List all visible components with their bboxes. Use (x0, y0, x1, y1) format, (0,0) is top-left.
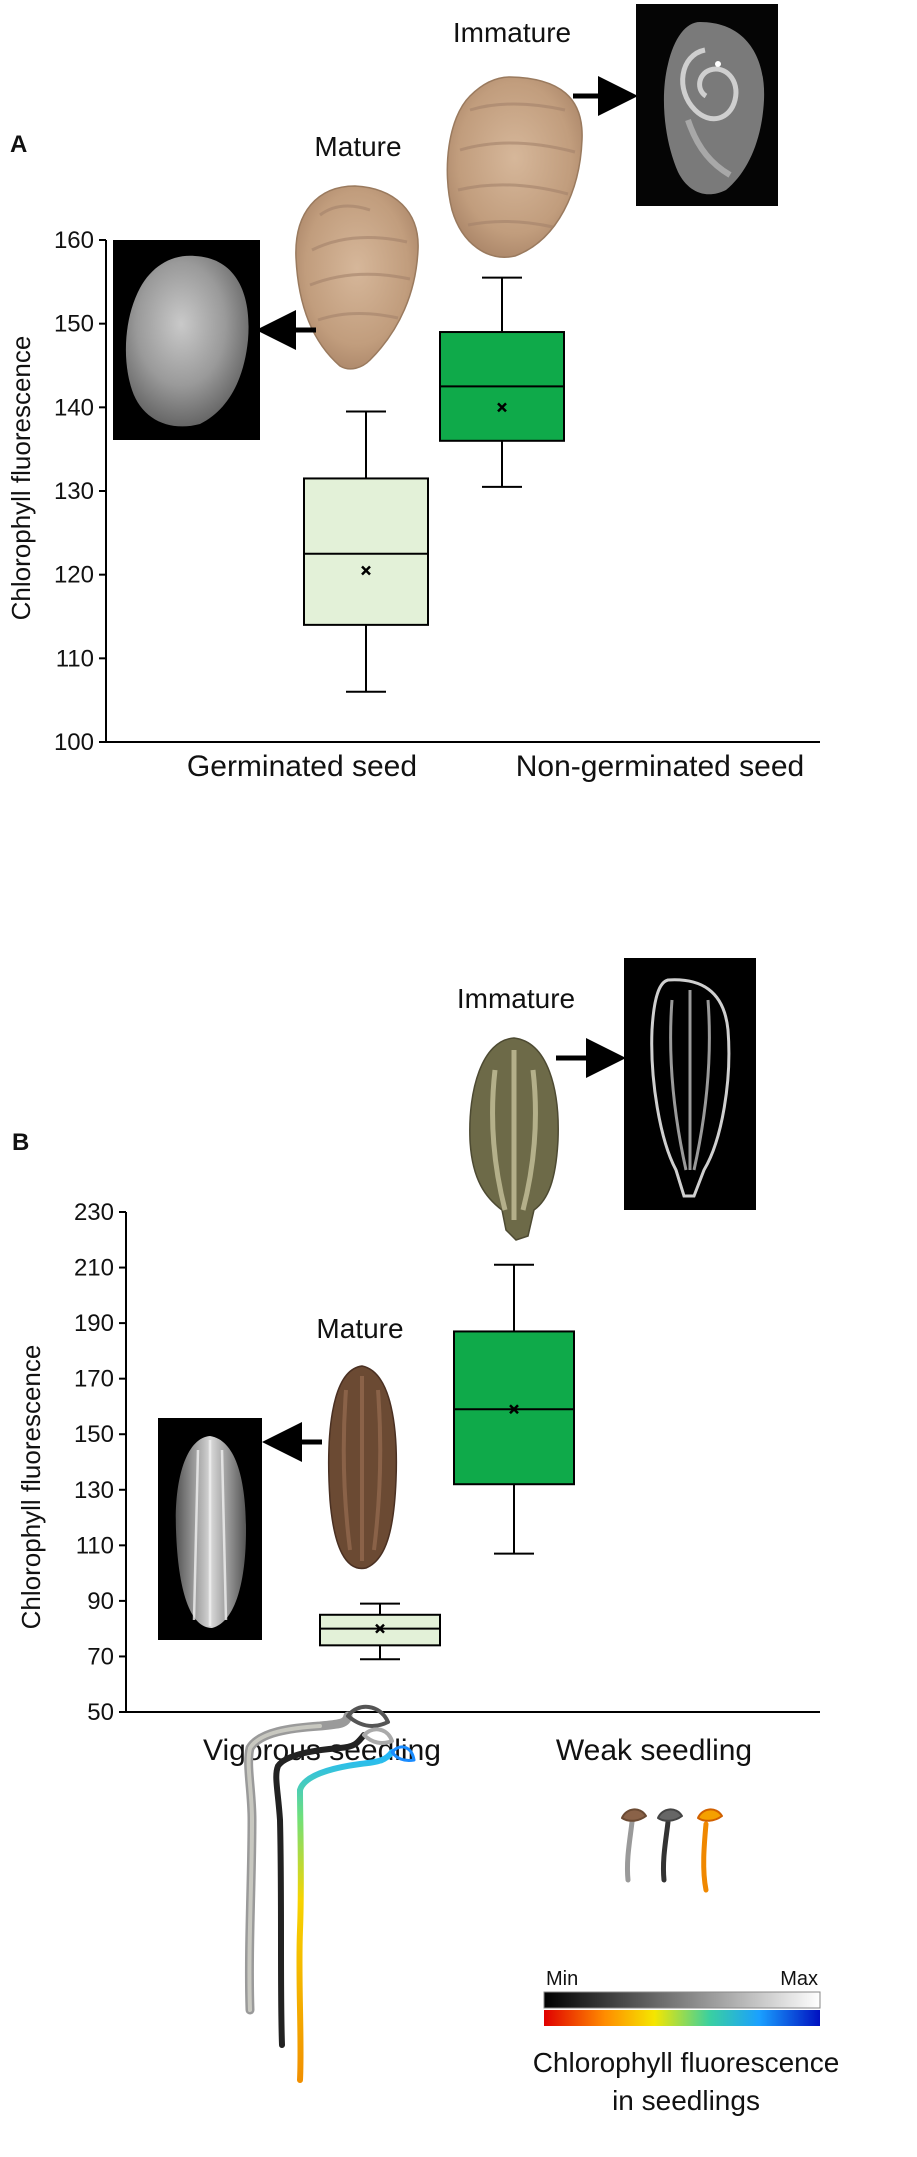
legend-caption-line2: in seedlings (612, 2085, 760, 2116)
box-b-2 (453, 1263, 575, 1555)
legend-min-label: Min (546, 1968, 578, 1990)
legend-max-label: Max (780, 1968, 818, 1990)
y-tick-label: 140 (54, 394, 94, 421)
y-tick-label: 150 (54, 311, 94, 338)
legend-caption-line1: Chlorophyll fluorescence (533, 2047, 840, 2078)
mean-marker (497, 402, 507, 413)
y-tick-label: 230 (74, 1199, 114, 1226)
annotation-immature-a: Immature (453, 17, 571, 48)
y-axis-label-b: Chlorophyll fluorescence (16, 1345, 46, 1630)
y-tick-label: 130 (74, 1477, 114, 1504)
seed-photo (328, 1365, 398, 1570)
box-a-2 (439, 276, 565, 488)
y-tick-label: 130 (54, 478, 94, 505)
y-tick-label: 50 (87, 1699, 114, 1726)
fluorescence-image (636, 4, 778, 206)
seedling-image (244, 1705, 723, 2083)
y-tick-label: 160 (54, 227, 94, 254)
y-tick-label: 90 (87, 1588, 114, 1615)
colorscale-legend: Min Max Chlorophyll fluorescence in seed… (533, 1968, 840, 2116)
seed-photo (469, 1037, 559, 1241)
box-body (303, 477, 429, 626)
fluorescence-image (113, 240, 260, 440)
annotation-immature-b: Immature (457, 983, 575, 1014)
annotation-mature-a: Mature (314, 131, 401, 162)
rainbow-bar (544, 2010, 820, 2026)
y-tick-label: 100 (54, 729, 94, 756)
panel-b-chart: 50 70 90 110 130 150 170 190 210 230 Chlorophyll … (16, 958, 820, 1767)
x-category-germinated: Germinated seed (187, 750, 417, 783)
y-tick-label: 110 (76, 1532, 114, 1559)
mean-marker (509, 1404, 519, 1415)
mean-marker (361, 565, 371, 576)
y-axis-label-a: Chlorophyll fluorescence (6, 336, 36, 621)
grayscale-bar (543, 1991, 821, 2009)
x-category-weak: Weak seedling (556, 1734, 752, 1767)
seed-photo (446, 76, 583, 258)
panel-a-chart: 100 110 120 130 140 150 160 Chlorophyll fluore… (6, 4, 820, 783)
seed-photo (295, 185, 419, 370)
box-b-1 (319, 1602, 441, 1661)
y-tick-label: 190 (74, 1310, 114, 1337)
y-tick-label: 150 (74, 1421, 114, 1448)
y-tick-label: 70 (87, 1643, 114, 1670)
y-tick-label: 170 (74, 1366, 114, 1393)
x-category-non-germinated: Non-germinated seed (516, 750, 805, 783)
y-tick-label: 210 (74, 1255, 114, 1282)
panel-letter-a: A (10, 131, 27, 158)
fluorescence-image (158, 1418, 262, 1640)
annotation-mature-b: Mature (316, 1313, 403, 1344)
mean-marker (375, 1623, 385, 1634)
y-tick-label: 110 (56, 645, 94, 672)
panel-letter-b: B (12, 1129, 29, 1156)
fluorescence-image (624, 958, 756, 1210)
box-a-1 (303, 410, 429, 693)
y-tick-label: 120 (54, 562, 94, 589)
